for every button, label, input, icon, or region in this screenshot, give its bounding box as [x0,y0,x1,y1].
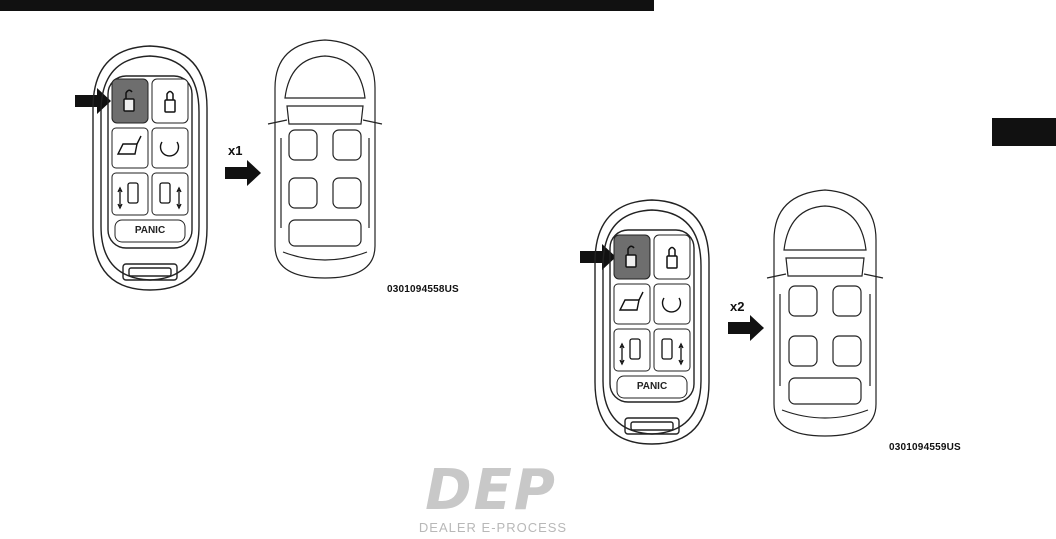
sliding-door-icon [619,338,641,366]
panic-button [616,375,688,399]
key-fob [92,45,208,291]
key-fob [594,199,710,445]
vehicle-top-view-icon [267,39,383,279]
liftgate-button [613,283,651,325]
watermark-logo-letters: DEP [425,458,557,523]
arrow-right-icon [225,160,261,186]
vehicle-top-view-icon [766,189,884,437]
panic-button [114,219,186,243]
sliding-door-icon [117,182,139,210]
left-sliding-door-button [111,172,149,216]
watermark-subtitle: DEALER E-PROCESS [418,520,568,535]
panic-label: PANIC [636,381,668,392]
panic-label: PANIC [134,225,166,236]
arrow-right-icon [580,244,616,270]
lock-button [151,78,189,124]
remote-start-icon [661,297,682,313]
arrow-right-icon [728,315,764,341]
lock-button [653,234,691,280]
right-sliding-door-button [653,328,691,372]
key-fob-diagram [75,39,383,291]
liftgate-icon [116,135,142,155]
lock-icon [666,246,678,269]
unlock-icon [625,245,637,268]
figure-unlock-x2: x2 PANIC 0301094559US [580,182,980,462]
left-sliding-door-button [613,328,651,372]
liftgate-icon [618,291,644,311]
key-fob-diagram [580,189,884,445]
liftgate-button [111,127,149,169]
unlock-button [111,78,149,124]
dealer-eprocess-watermark: DEP DEALER E-PROCESS [393,458,593,536]
sliding-door-icon [661,338,684,366]
figure-unlock-x1: x1 PANIC 0301094558US [75,28,495,308]
figure-code: 0301094558US [387,284,459,295]
figure-code: 0301094559US [889,442,961,453]
right-sliding-door-button [151,172,189,216]
press-count-label: x2 [730,299,745,314]
remote-start-icon [159,141,180,157]
lock-icon [164,90,176,113]
press-count-label: x1 [228,143,243,158]
chapter-tab [992,118,1056,146]
remote-start-button [151,127,189,169]
remote-start-button [653,283,691,325]
unlock-button [613,234,651,280]
header-bar [0,0,654,11]
sliding-door-icon [159,182,182,210]
unlock-icon [123,89,135,112]
